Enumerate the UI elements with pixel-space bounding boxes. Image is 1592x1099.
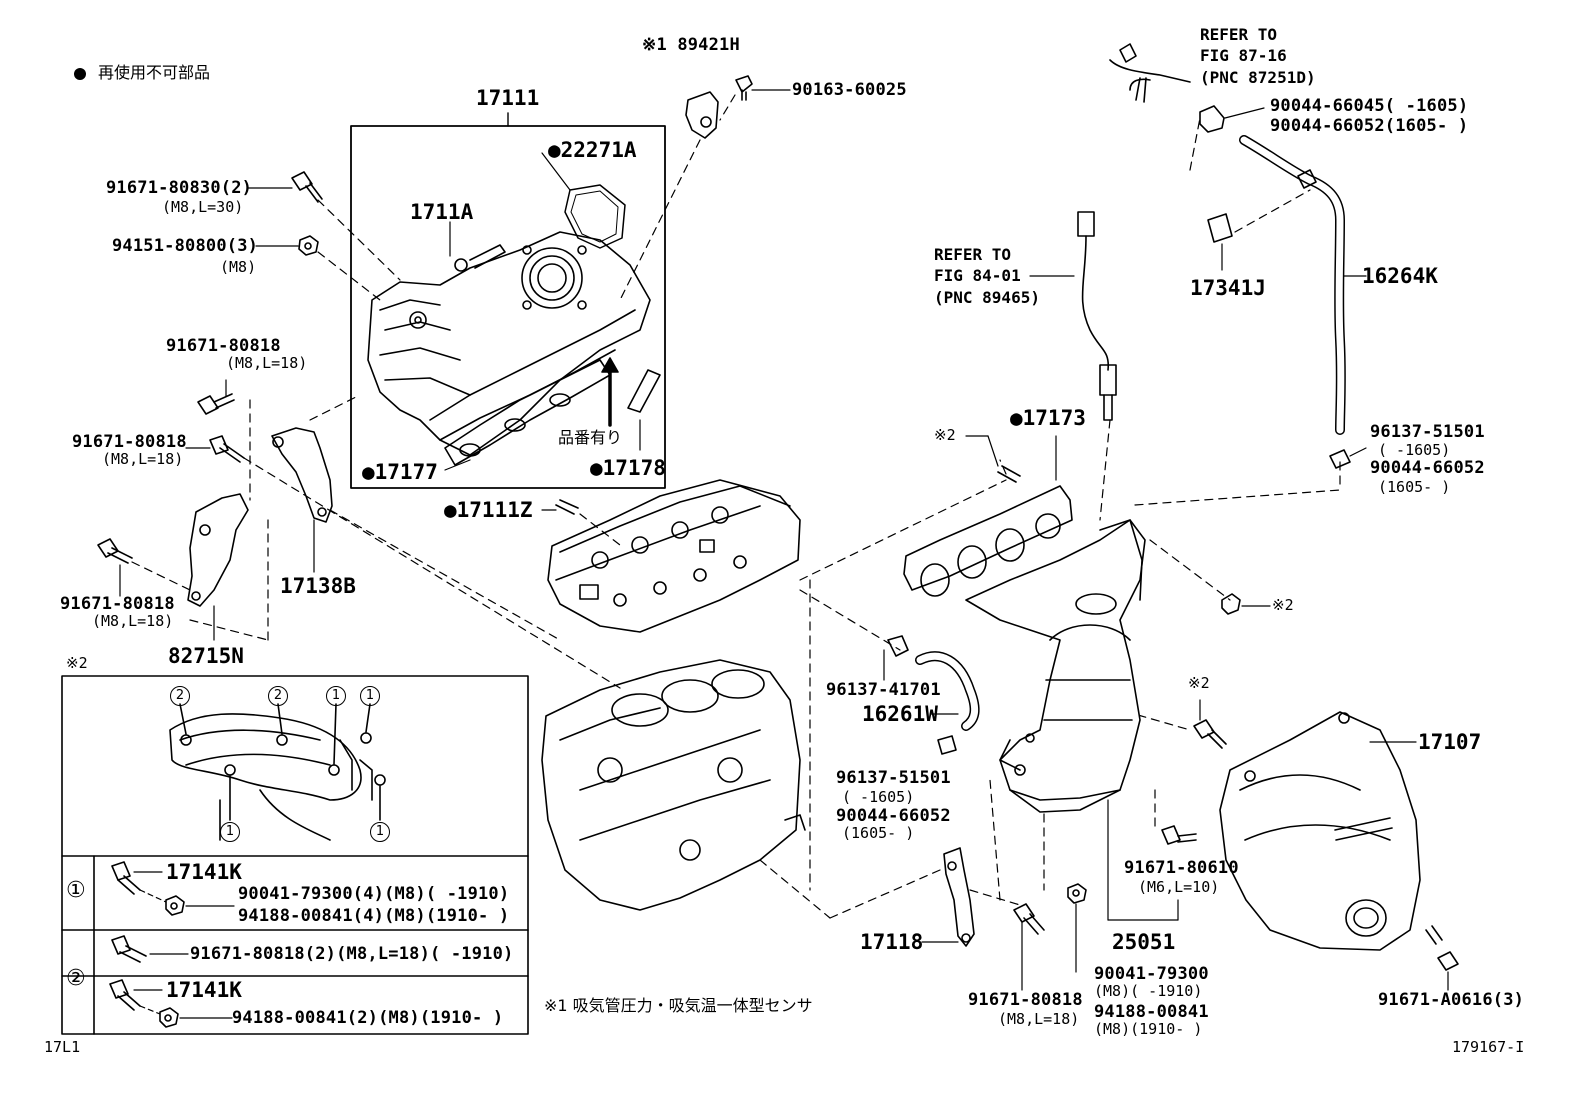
callout-2-b: 2 <box>268 686 288 706</box>
label-94188-00841-sub: (M8)(1910- ) <box>1094 1020 1203 1038</box>
label-90041-79300: 90041-79300 <box>1094 964 1209 984</box>
oxygen-sensor <box>1077 211 1117 421</box>
label-17118: 17118 <box>860 930 924 954</box>
exhaust-manifold-catalyst <box>965 519 1146 813</box>
cylinder-head <box>547 479 801 633</box>
label-16261w: 16261W <box>862 702 938 726</box>
label-17107: 17107 <box>1418 730 1482 754</box>
label-16264k: 16264K <box>1362 264 1438 288</box>
inset-table <box>61 675 529 1035</box>
label-90044-66045: 90044-66045( -1605) <box>1270 96 1469 116</box>
label-17111z: ●17111Z <box>444 498 533 522</box>
inset-row1-a: 90041-79300(4)(M8)( -1910) <box>238 884 510 904</box>
inset-row1-part: 17141K <box>166 860 242 884</box>
label-96137-51501-a: 96137-51501 <box>1370 422 1485 442</box>
label-91671-80610-sub: (M6,L=10) <box>1138 878 1220 896</box>
exhaust-gasket-17173 <box>903 485 1073 597</box>
label-17341j: 17341J <box>1190 276 1266 300</box>
label-89421h: ※1 89421H <box>642 35 740 55</box>
label-91671-80818-a-sub: (M8,L=18) <box>226 354 308 372</box>
part-number-note: 品番有り <box>558 428 623 447</box>
label-91671-80610: 91671-80610 <box>1124 858 1239 878</box>
corner-left-code: 17L1 <box>44 1038 81 1056</box>
label-94188-00841: 94188-00841 <box>1094 1002 1209 1022</box>
callout-1-b: 1 <box>360 686 380 706</box>
engine-block <box>541 659 806 911</box>
label-17178: ●17178 <box>590 456 666 480</box>
callout-1-d: 1 <box>370 822 390 842</box>
refer-mid-line1: REFER TO <box>934 245 1012 264</box>
refer-mid-line2: FIG 84-01 <box>934 266 1021 285</box>
intake-manifold <box>367 231 651 456</box>
bolt-91671-80818-c <box>97 538 133 564</box>
refer-top-line2: FIG 87-16 <box>1200 46 1287 65</box>
label-90044-66052-b: 90044-66052 <box>1370 458 1485 478</box>
legend-text: 再使用不可部品 <box>98 63 211 82</box>
label-90041-79300-sub: (M8)( -1910) <box>1094 982 1203 1000</box>
callout-1-c: 1 <box>220 822 240 842</box>
pcv-pipe-87251d <box>1109 59 1191 91</box>
bracket-17118 <box>943 847 975 947</box>
mark-2-bolt: ※2 <box>1188 674 1210 692</box>
label-96137-41701: 96137-41701 <box>826 680 941 700</box>
inset-row2-part: 17141K <box>166 978 242 1002</box>
mark-2-nut: ※2 <box>1272 596 1294 614</box>
nut-94151-80800 <box>298 235 319 256</box>
label-91671-80818-b-sub: (M8,L=18) <box>102 450 184 468</box>
inset-row1-number: ① <box>66 878 86 903</box>
label-91671-80830: 91671-80830(2) <box>106 178 253 198</box>
heat-insulator-17107 <box>1219 711 1421 951</box>
label-91671-80818-d: 91671-80818 <box>968 990 1083 1010</box>
label-90044-66052: 90044-66052(1605- ) <box>1270 116 1469 136</box>
label-90163-60025: 90163-60025 <box>792 80 907 100</box>
inset-row2-a: 91671-80818(2)(M8,L=18)( -1910) <box>190 944 514 964</box>
label-1711a: 1711A <box>410 200 474 224</box>
bolt-91671-80818-a <box>197 393 235 415</box>
mark-2-inset: ※2 <box>66 654 88 672</box>
label-96137-51501-b-sub: ( -1605) <box>842 788 915 806</box>
label-96137-51501-b: 96137-51501 <box>836 768 951 788</box>
label-90044-66052-b-sub: (1605- ) <box>1378 478 1451 496</box>
refer-top-line1: REFER TO <box>1200 25 1278 44</box>
label-94151-sub: (M8) <box>220 258 257 276</box>
label-91671-80818-a: 91671-80818 <box>166 336 281 356</box>
label-82715n: 82715N <box>168 644 244 668</box>
clamp-90044 <box>1199 105 1225 133</box>
label-22271a: ●22271A <box>548 138 637 162</box>
label-91671-80818-b: 91671-80818 <box>72 432 187 452</box>
label-91671-80818-d-sub: (M8,L=18) <box>998 1010 1080 1028</box>
bracket-82715n <box>187 493 249 607</box>
label-91671-a0616: 91671-A0616(3) <box>1378 990 1525 1010</box>
label-90044-66052-c-sub: (1605- ) <box>842 824 915 842</box>
label-17173: ●17173 <box>1010 406 1086 430</box>
refer-mid-line3: (PNC 89465) <box>934 288 1040 307</box>
label-91671-80818-c-sub: (M8,L=18) <box>92 612 174 630</box>
label-91671-80818-c: 91671-80818 <box>60 594 175 614</box>
bolt-91671-80830 <box>291 171 323 203</box>
label-17111: 17111 <box>476 86 540 110</box>
footnote-sensor: ※1 吸気管圧力・吸気温一体型センサ <box>544 996 813 1015</box>
bolt-91671-80818-b <box>209 435 245 463</box>
label-90044-66052-c: 90044-66052 <box>836 806 951 826</box>
callout-1-a: 1 <box>326 686 346 706</box>
clamp-17341j <box>1207 213 1233 243</box>
inset-row2-number: ② <box>66 966 86 991</box>
assembly-lines <box>131 94 1341 919</box>
bracket-17138b <box>271 427 333 523</box>
label-91671-80830-sub: (M8,L=30) <box>162 198 244 216</box>
callout-2-a: 2 <box>170 686 190 706</box>
label-17177: ●17177 <box>362 460 438 484</box>
refer-top-line3: (PNC 87251D) <box>1200 68 1316 87</box>
inset-row1-b: 94188-00841(4)(M8)(1910- ) <box>238 906 510 926</box>
corner-right-code: 179167-I <box>1452 1038 1525 1056</box>
inset-row2-b: 94188-00841(2)(M8)(1910- ) <box>232 1008 504 1028</box>
sensor-89421h <box>685 91 719 139</box>
label-94151-80800: 94151-80800(3) <box>112 236 259 256</box>
label-17138b: 17138B <box>280 574 356 598</box>
label-96137-51501-a-sub: ( -1605) <box>1378 441 1451 459</box>
label-25051: 25051 <box>1112 930 1176 954</box>
mark-2-stud: ※2 <box>934 426 956 444</box>
